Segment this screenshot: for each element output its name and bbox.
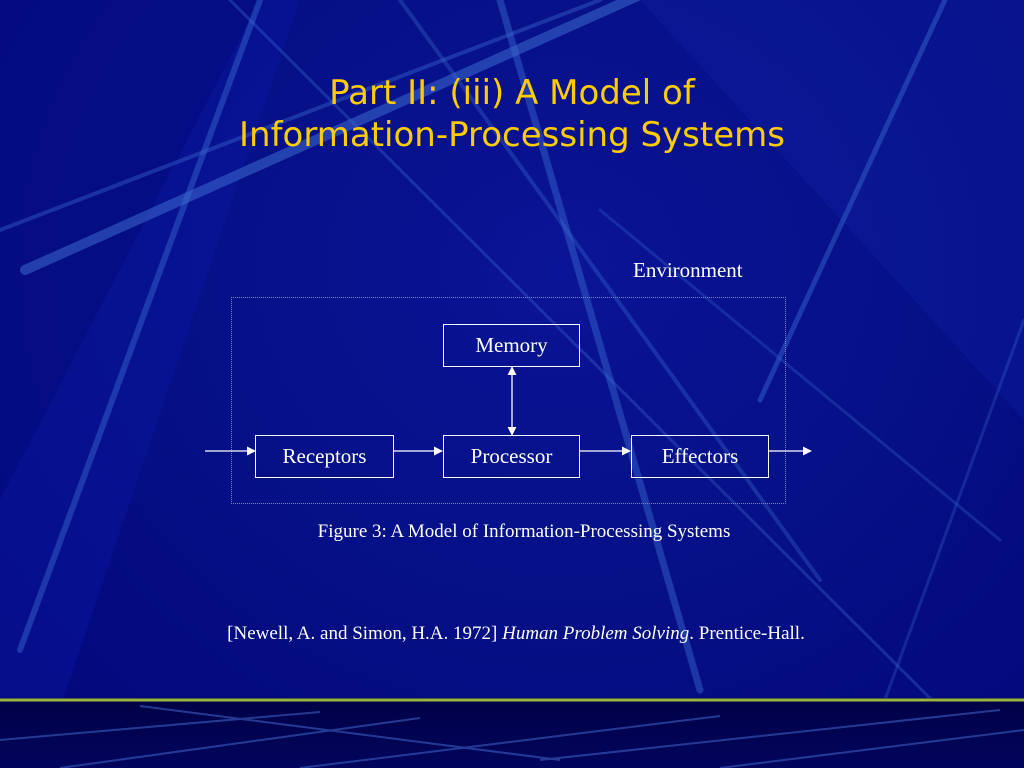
- citation-authors: [Newell, A. and Simon, H.A. 1972]: [227, 623, 503, 644]
- figure-caption: Figure 3: A Model of Information-Process…: [317, 521, 731, 542]
- citation-publisher: . Prentice-Hall.: [689, 623, 805, 644]
- citation-book-title: Human Problem Solving: [502, 623, 690, 644]
- slide-title: Part II: (iii) A Model of Information-Pr…: [0, 72, 1024, 156]
- processor-box: Processor: [443, 435, 580, 478]
- environment-boundary: [231, 297, 786, 504]
- receptors-box: Receptors: [255, 435, 394, 478]
- slide-title-line-1: Part II: (iii) A Model of: [329, 73, 695, 113]
- effectors-box: Effectors: [631, 435, 769, 478]
- environment-label: Environment: [633, 258, 743, 282]
- slide-title-line-2: Information-Processing Systems: [239, 115, 785, 155]
- memory-box: Memory: [443, 324, 580, 367]
- citation: [Newell, A. and Simon, H.A. 1972] Human …: [0, 623, 1024, 645]
